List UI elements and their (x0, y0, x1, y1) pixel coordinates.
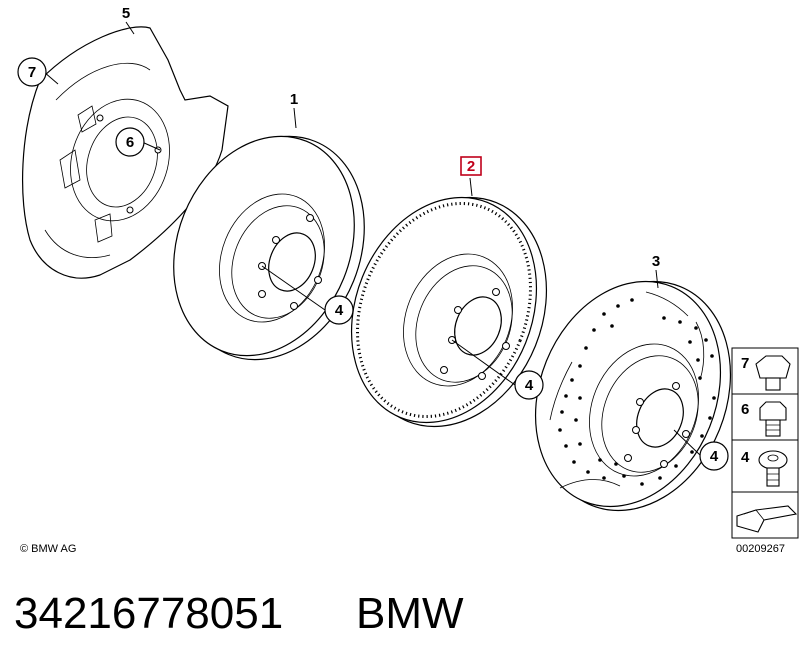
copyright: © BMW AG (20, 543, 76, 555)
svg-text:7: 7 (28, 64, 36, 81)
legend-label-6: 6 (741, 401, 749, 418)
drawing-number: 00209267 (736, 543, 785, 555)
callout-7: 7 (17, 57, 47, 87)
svg-text:4: 4 (710, 448, 719, 465)
brand-name: BMW (356, 589, 464, 638)
callout-4-disc-3: 4 (699, 441, 729, 471)
callout-2-highlighted: 2 (460, 156, 482, 176)
callout-1: 1 (290, 91, 298, 108)
callout-4-disc-2: 4 (514, 370, 544, 400)
svg-text:4: 4 (335, 302, 344, 319)
brake-disc-part-3 (534, 280, 732, 512)
brake-disc-part-2 (350, 196, 548, 428)
arrow-icon (736, 505, 798, 533)
bolt-7-icon (755, 355, 791, 391)
part-number: 34216778051 (14, 589, 283, 638)
callout-6: 6 (115, 127, 145, 157)
legend-label-4: 4 (741, 449, 750, 466)
fastener-legend: 7 6 4 (731, 347, 799, 539)
svg-text:6: 6 (126, 134, 134, 151)
legend-label-7: 7 (741, 355, 749, 372)
bolt-6-icon (759, 401, 787, 437)
screw-4-icon (758, 450, 788, 487)
svg-text:2: 2 (467, 158, 475, 175)
svg-text:4: 4 (525, 377, 534, 394)
brake-disc-part-1 (173, 135, 365, 361)
leader-lines (43, 21, 701, 456)
callout-5: 5 (122, 5, 130, 22)
callout-3: 3 (652, 253, 660, 270)
callout-4-disc-1: 4 (324, 295, 354, 325)
